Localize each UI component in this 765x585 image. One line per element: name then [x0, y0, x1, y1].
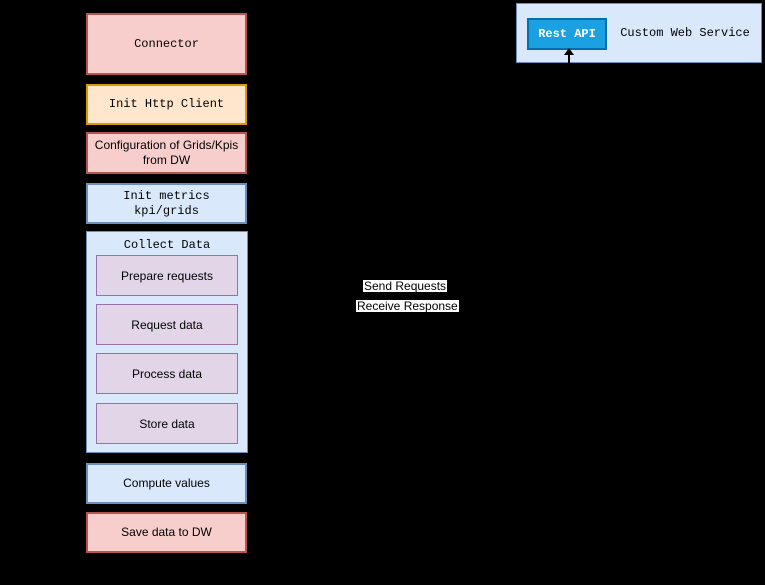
edge-label-send-requests: Send Requests	[363, 279, 448, 293]
collect-data-group: Collect Data Prepare requests Request da…	[86, 231, 248, 453]
init-http-client-box: Init Http Client	[86, 84, 247, 125]
configuration-grids-kpis-box: Configuration of Grids/Kpis from DW	[86, 132, 247, 174]
arrow-up-stem	[568, 54, 570, 63]
connector-box: Connector	[86, 13, 247, 75]
save-data-to-dw-box: Save data to DW	[86, 512, 247, 553]
edge-label-receive-response: Receive Response	[356, 299, 459, 313]
compute-values-box: Compute values	[86, 463, 247, 504]
step-request-data: Request data	[96, 304, 238, 345]
custom-web-service-group: Rest API Custom Web Service	[516, 3, 762, 63]
rest-api-box: Rest API	[527, 18, 607, 50]
step-process-data: Process data	[96, 353, 238, 394]
custom-web-service-label: Custom Web Service	[620, 26, 750, 40]
step-store-data: Store data	[96, 403, 238, 444]
init-metrics-box: Init metrics kpi/grids	[86, 183, 247, 224]
collect-data-title: Collect Data	[123, 238, 211, 252]
arrow-up-head	[564, 48, 574, 55]
step-prepare-requests: Prepare requests	[96, 255, 238, 296]
